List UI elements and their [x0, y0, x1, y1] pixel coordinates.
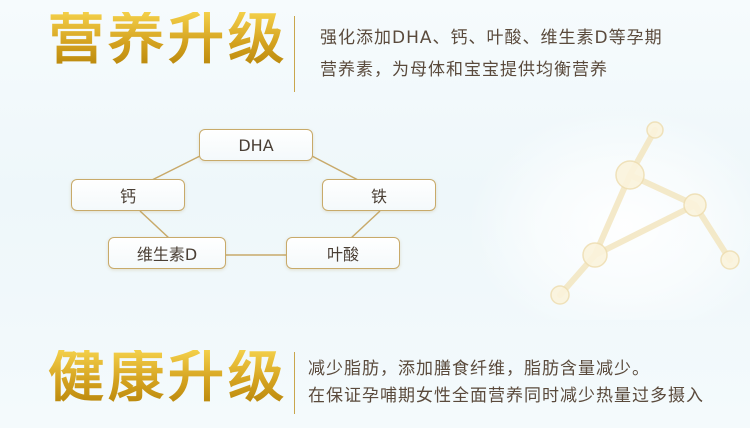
node-vitamin-d: 维生素D: [108, 237, 226, 269]
node-dha-label: DHA: [238, 135, 274, 155]
nutrition-divider: [294, 16, 295, 92]
node-calcium-label: 钙: [119, 187, 136, 206]
health-desc-line1: 减少脂肪，添加膳食纤维，脂肪含量减少。: [308, 359, 650, 379]
node-folic-acid-label: 叶酸: [326, 245, 359, 264]
node-iron-label: 铁: [370, 187, 387, 206]
node-folic-acid: 叶酸: [286, 237, 400, 269]
health-title: 健康升级: [48, 345, 288, 410]
node-iron: 铁: [322, 179, 436, 211]
node-calcium: 钙: [71, 179, 185, 211]
health-desc-line2: 在保证孕哺期女性全面营养同时减少热量过多摄入: [308, 386, 704, 406]
node-vitamin-d-label: 维生素D: [136, 245, 198, 264]
nutrition-desc-line2: 营养素，为母体和宝宝提供均衡营养: [320, 60, 608, 80]
molecule-illustration: [550, 121, 740, 305]
nutrition-title: 营养升级: [48, 7, 288, 72]
node-dha: DHA: [199, 129, 313, 161]
nutrition-desc-line1: 强化添加DHA、钙、叶酸、维生素D等孕期: [320, 28, 663, 48]
health-divider: [294, 352, 295, 414]
